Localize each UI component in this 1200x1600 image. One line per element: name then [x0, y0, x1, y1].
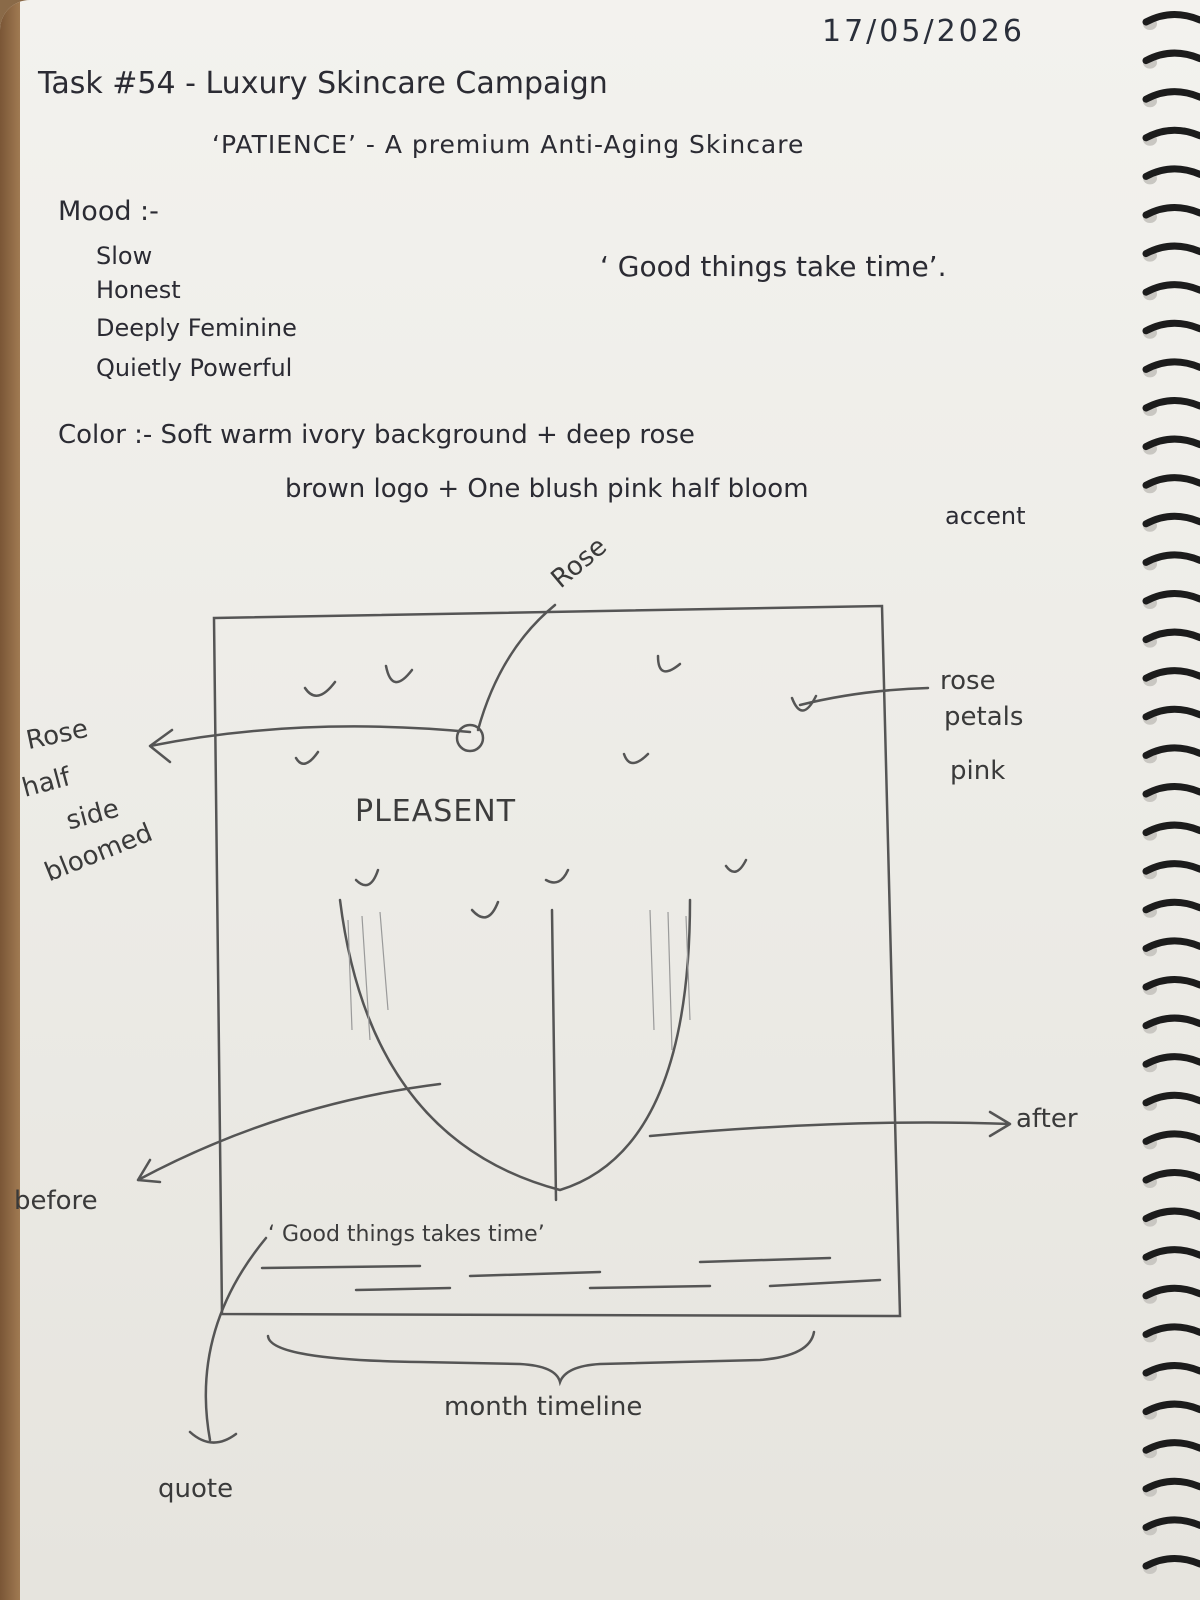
petal-mark — [303, 680, 337, 697]
binding-coil — [1142, 1516, 1200, 1531]
mood-item: Slow — [96, 242, 153, 270]
binding-coil — [1142, 281, 1200, 296]
date: 17/05/2026 — [822, 14, 1025, 49]
petal-mark — [656, 654, 682, 673]
rose-pointer — [476, 603, 557, 732]
binding-coil — [1142, 551, 1200, 566]
rose-icon — [455, 723, 485, 753]
annotation-month-timeline: month timeline — [444, 1392, 643, 1422]
before-arrow — [136, 1082, 442, 1184]
tagline: ‘ Good things take time’. — [600, 250, 947, 283]
task-title: Task #54 - Luxury Skincare Campaign — [38, 66, 608, 101]
binding-coil — [1142, 1439, 1200, 1454]
petal-mark — [294, 750, 320, 765]
binding-coil — [1142, 667, 1200, 682]
binding-coil — [1142, 1323, 1200, 1338]
binding-coil — [1142, 49, 1200, 65]
table-edge — [0, 0, 20, 1600]
petal-mark — [724, 858, 748, 873]
binding-coil — [1142, 705, 1200, 721]
binding-coil — [1142, 1091, 1200, 1107]
binding-coil — [1142, 397, 1200, 412]
rose-left-arrow — [148, 725, 472, 764]
binding-coil — [1142, 1400, 1200, 1416]
annotation-petals-rose: rose — [940, 666, 996, 696]
petal-mark — [384, 664, 414, 684]
binding-coil — [1142, 783, 1200, 798]
poster-frame — [212, 604, 902, 1318]
binding-coil — [1142, 1014, 1200, 1030]
petal-mark — [622, 752, 650, 765]
face-divider — [550, 908, 558, 1202]
binding-coil — [1142, 1053, 1200, 1068]
binding-coil — [1142, 898, 1200, 914]
poster-headline: PLEASENT — [355, 794, 517, 829]
hair-strand — [347, 909, 691, 1051]
binding-coil — [1142, 628, 1200, 644]
color-line-1: Color :- Soft warm ivory background + de… — [58, 420, 695, 450]
binding-coil — [1142, 821, 1200, 837]
annotation-petals-pink: pink — [950, 756, 1006, 786]
binding-coil — [1142, 435, 1200, 451]
binding-coil — [1142, 242, 1200, 258]
mood-item: Deeply Feminine — [96, 314, 297, 342]
spiral-binding — [1142, 11, 1200, 1574]
annotation-petals: petals — [944, 702, 1024, 732]
binding-coil — [1142, 126, 1200, 142]
mood-item: Quietly Powerful — [96, 354, 293, 382]
binding-coil — [1142, 1246, 1200, 1261]
petal-mark — [544, 868, 570, 884]
annotation-before: before — [14, 1186, 98, 1216]
after-arrow — [648, 1110, 1012, 1138]
binding-coil — [1142, 358, 1200, 373]
binding-coil — [1142, 1477, 1200, 1493]
poster-quote: ‘ Good things takes time’ — [268, 1222, 545, 1247]
binding-coil — [1142, 1169, 1200, 1184]
campaign-subtitle: ‘PATIENCE’ - A premium Anti-Aging Skinca… — [212, 130, 805, 159]
binding-coil — [1142, 937, 1200, 952]
binding-coil — [1142, 1284, 1200, 1300]
mood-item: Honest — [96, 276, 181, 304]
timeline-brace — [266, 1330, 816, 1387]
binding-coil — [1142, 976, 1200, 991]
annotation-after: after — [1016, 1104, 1078, 1134]
binding-coil — [1142, 744, 1200, 759]
petal-mark — [470, 900, 500, 919]
petal-mark — [790, 694, 818, 712]
binding-coil — [1142, 590, 1200, 605]
mood-label: Mood :- — [58, 196, 159, 227]
binding-coil — [1142, 1207, 1200, 1223]
binding-coil — [1142, 88, 1200, 103]
face-outline — [338, 898, 692, 1192]
petals-arrow — [798, 686, 930, 707]
color-line-3: accent — [945, 502, 1026, 530]
annotation-quote: quote — [158, 1474, 234, 1504]
binding-coil — [1142, 165, 1200, 180]
binding-coil — [1142, 1130, 1200, 1145]
petal-mark — [354, 868, 380, 887]
color-line-2: brown logo + One blush pink half bloom — [285, 474, 809, 504]
binding-coil — [1142, 512, 1200, 528]
binding-coil — [1142, 204, 1200, 219]
quote-pointer — [188, 1236, 268, 1444]
binding-coil — [1142, 1555, 1200, 1570]
binding-coil — [1142, 319, 1200, 335]
binding-coil — [1142, 11, 1200, 26]
binding-coil — [1142, 1362, 1200, 1377]
timeline-line — [260, 1256, 882, 1292]
binding-coil — [1142, 860, 1200, 875]
binding-coil — [1142, 474, 1200, 489]
